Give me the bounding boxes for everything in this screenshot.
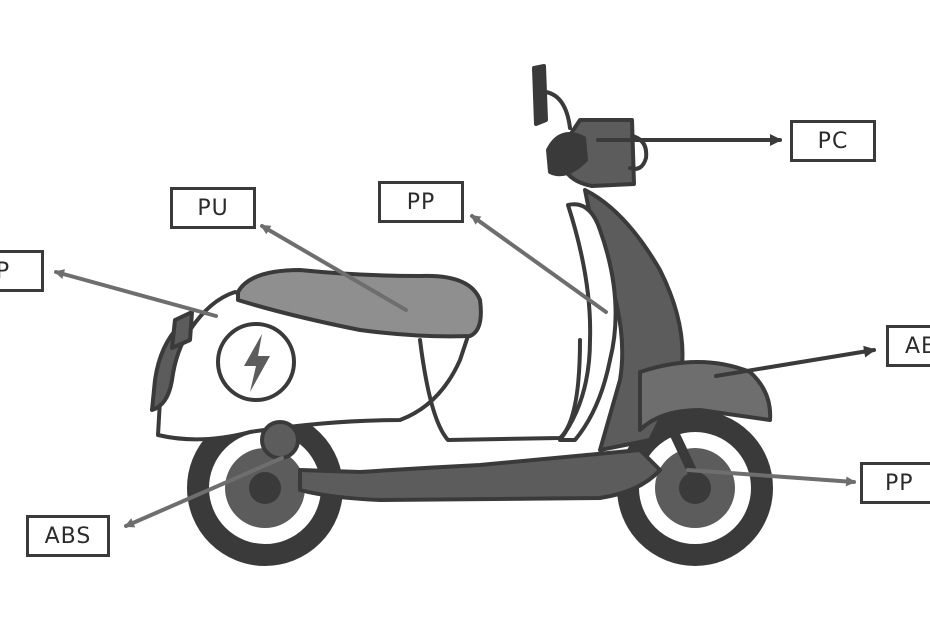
mirror [532,64,548,126]
leader-arrows [54,134,876,528]
rear-bumper [170,310,194,350]
arrow-rear-wheel [124,456,284,528]
handlebar-grip [546,132,588,177]
label-front-fender: AB [886,325,930,367]
arrow-front-panel [470,214,608,314]
arrow-seat [260,224,408,312]
rear-wheel [187,410,343,566]
label-seat: PU [170,187,256,229]
label-front-panel: PP [378,181,464,223]
label-rear-body: P [0,250,44,292]
label-front-wheel: PP [860,462,930,504]
front-fender [638,360,773,432]
floorboard [298,448,662,502]
mirror-stem [544,90,572,130]
label-rear-wheel: ABS [26,515,110,557]
label-handlebar: PC [790,120,876,162]
front-fork [663,415,705,493]
front-panel-light [558,202,618,442]
scooter [150,64,773,566]
arrow-rear-body [54,269,218,318]
arrow-front-fender [714,345,876,378]
lightning-bolt-icon [244,334,270,392]
seat [236,268,483,339]
arrow-front-wheel [686,468,856,487]
rear-hub [260,420,300,460]
side-cover [418,338,582,442]
